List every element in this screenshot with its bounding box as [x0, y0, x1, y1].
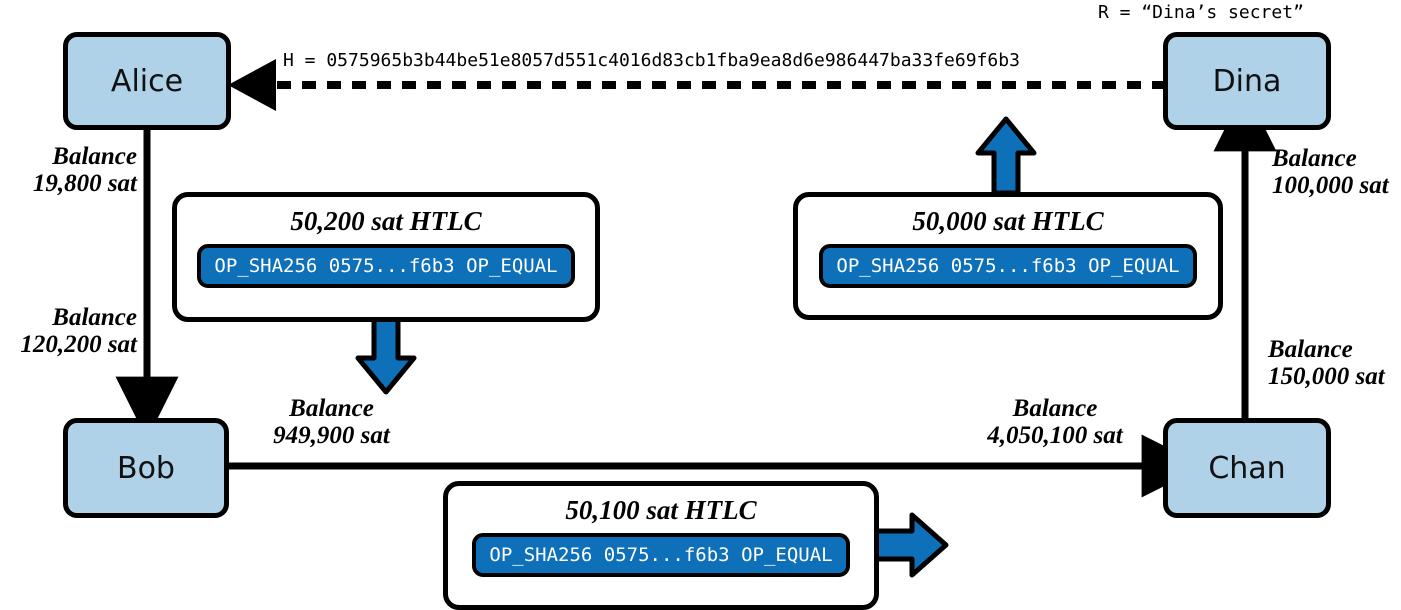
htlc-script: OP_SHA256 0575...f6b3 OP_EQUAL — [197, 244, 575, 288]
balance-label: Balance — [289, 395, 374, 422]
hash-arrowhead — [228, 59, 276, 111]
node-alice-label: Alice — [110, 63, 184, 99]
balance-value: 100,000 sat — [1272, 171, 1389, 199]
balance-chan-dina-far: Balance 150,000 sat — [1268, 336, 1401, 390]
balance-chan-dina-near: Balance 100,000 sat — [1272, 145, 1401, 199]
balance-bob-chan-far: Balance 4,050,100 sat — [955, 395, 1155, 449]
balance-label: Balance — [52, 143, 137, 170]
node-dina[interactable]: Dina — [1163, 32, 1331, 130]
balance-alice-bob-near: Balance 19,800 sat — [0, 143, 137, 197]
htlc-box-bob-chan[interactable]: 50,100 sat HTLC OP_SHA256 0575...f6b3 OP… — [443, 481, 879, 610]
htlc-box-chan-dina[interactable]: 50,000 sat HTLC OP_SHA256 0575...f6b3 OP… — [793, 192, 1223, 320]
htlc-script: OP_SHA256 0575...f6b3 OP_EQUAL — [819, 244, 1197, 288]
node-bob-label: Bob — [117, 450, 175, 486]
htlc-title: 50,000 sat HTLC — [912, 206, 1104, 236]
node-alice[interactable]: Alice — [63, 32, 231, 130]
balance-value: 19,800 sat — [32, 169, 137, 197]
htlc-box-alice-bob[interactable]: 50,200 sat HTLC OP_SHA256 0575...f6b3 OP… — [172, 192, 600, 322]
htlc-script: OP_SHA256 0575...f6b3 OP_EQUAL — [472, 533, 850, 577]
balance-alice-bob-far: Balance 120,200 sat — [0, 304, 137, 358]
secret-annotation: R = “Dina’s secret” — [1098, 2, 1304, 23]
balance-value: 120,200 sat — [20, 330, 137, 358]
htlc-title: 50,200 sat HTLC — [290, 206, 482, 236]
balance-label: Balance — [1272, 145, 1357, 172]
hash-annotation: H = 0575965b3b44be51e8057d551c4016d83cb1… — [283, 50, 1020, 71]
node-chan[interactable]: Chan — [1163, 418, 1331, 518]
htlc-title: 50,100 sat HTLC — [565, 495, 757, 525]
balance-bob-chan-near: Balance 949,900 sat — [239, 395, 424, 449]
balance-label: Balance — [1012, 395, 1098, 422]
htlc-arrow-down — [355, 315, 417, 395]
node-dina-label: Dina — [1212, 63, 1282, 99]
balance-value: 949,900 sat — [273, 421, 390, 449]
balance-label: Balance — [1268, 336, 1353, 363]
node-bob[interactable]: Bob — [63, 418, 229, 518]
node-chan-label: Chan — [1208, 450, 1286, 486]
htlc-arrow-up — [975, 116, 1037, 196]
balance-value: 4,050,100 sat — [987, 421, 1123, 449]
htlc-arrow-right — [869, 512, 949, 578]
balance-value: 150,000 sat — [1268, 362, 1385, 390]
balance-label: Balance — [52, 304, 137, 331]
